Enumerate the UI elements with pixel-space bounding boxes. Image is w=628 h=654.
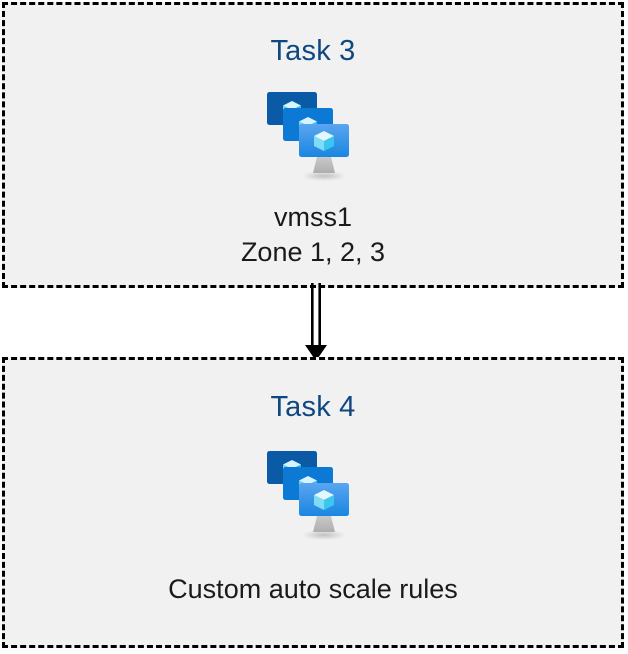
cube-front-icon xyxy=(314,490,334,510)
task-node-content: Task 3 xyxy=(5,5,621,285)
caption-line-2: Zone 1, 2, 3 xyxy=(240,236,386,267)
connector-arrow-icon xyxy=(305,283,327,361)
task-caption: vmss1 Zone 1, 2, 3 xyxy=(241,200,385,269)
task-title: Task 3 xyxy=(270,35,356,67)
caption-line-1: vmss1 xyxy=(273,202,352,232)
task-title: Task 4 xyxy=(270,391,356,423)
cube-front-icon xyxy=(314,131,334,151)
task-node-content: Task 4 xyxy=(5,360,621,645)
monitor-front-icon xyxy=(299,483,349,516)
virtual-machine-scale-set-icon xyxy=(267,451,349,540)
monitor-stand-icon xyxy=(313,516,335,532)
monitor-front-icon xyxy=(299,124,349,157)
monitor-shadow xyxy=(302,530,346,540)
task-node-task-3[interactable]: Task 3 xyxy=(2,2,624,288)
task-node-task-4[interactable]: Task 4 xyxy=(2,357,624,648)
virtual-machine-scale-set-icon xyxy=(267,92,349,181)
monitor-shadow xyxy=(302,171,346,181)
caption-line-1: Custom auto scale rules xyxy=(168,574,458,604)
monitor-stand-icon xyxy=(313,157,335,173)
task-caption: Custom auto scale rules xyxy=(168,572,458,607)
